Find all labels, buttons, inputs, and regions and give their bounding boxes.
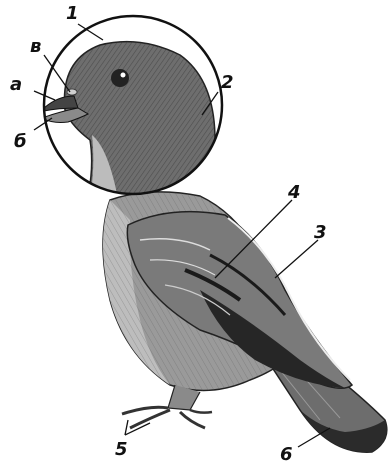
label-4: 4 xyxy=(288,184,301,202)
label-v: в xyxy=(30,38,41,56)
label-3: 3 xyxy=(314,224,327,242)
label-b: б xyxy=(14,133,27,151)
label-2: 2 xyxy=(221,74,234,92)
label-a: а xyxy=(10,76,22,94)
label-1: 1 xyxy=(66,5,79,23)
label-6: 6 xyxy=(280,446,293,464)
label-5: 5 xyxy=(115,441,128,459)
legs xyxy=(122,385,212,428)
